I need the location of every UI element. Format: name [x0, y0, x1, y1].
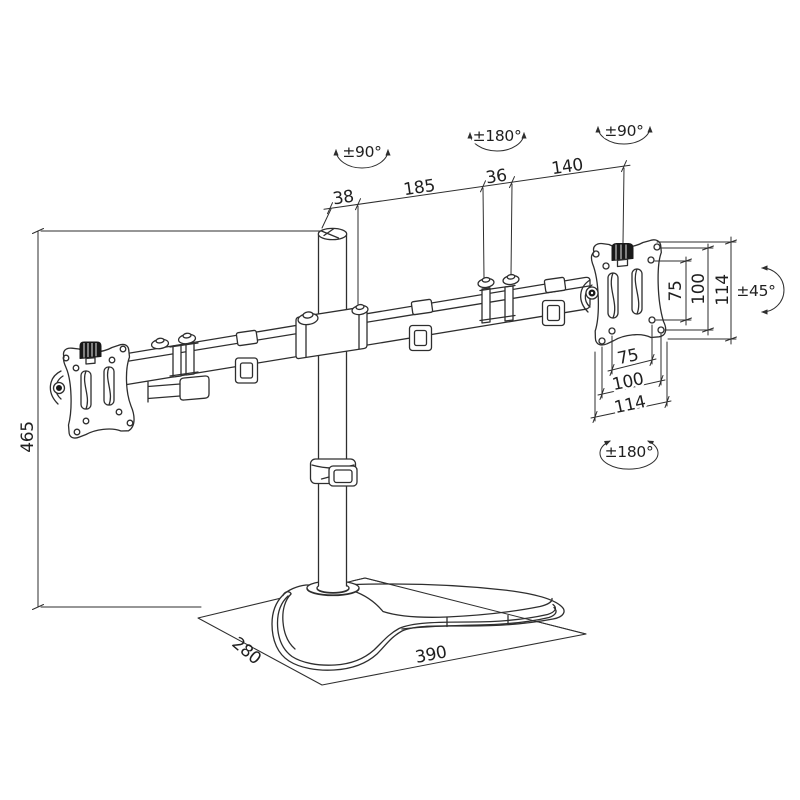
dim-joint-width-label: 36 — [484, 166, 508, 189]
pole-arm-clamp — [295, 303, 369, 360]
angle-tilt-label: ±45° — [736, 282, 775, 300]
dim-base-width-label: 390 — [414, 642, 449, 668]
dim-base-depth-label: 280 — [228, 633, 265, 669]
support-pole — [295, 227, 369, 597]
pole-cable-clip — [309, 458, 358, 487]
ground-front-edge — [351, 577, 587, 635]
right-tension-knob — [611, 243, 634, 268]
dim-vesa-horizontal-middle-label: 100 — [610, 369, 645, 395]
angle-plate-rotation-label: ±180° — [605, 443, 654, 461]
right-swivel-joint — [477, 273, 520, 324]
right-tilt-hinge — [580, 279, 599, 313]
right-vesa-plate — [580, 239, 667, 346]
angle-mid-joint-swivel-label: ±180° — [473, 127, 522, 145]
dim-plate-horizontal-outer-label: 114 — [612, 392, 647, 418]
dim-vesa-vertical-middle-label: 100 — [689, 273, 709, 305]
left-swivel-joint — [147, 332, 210, 403]
left-tension-knob — [79, 341, 102, 365]
dim-height-label: 465 — [18, 421, 38, 453]
left-tilt-hinge — [49, 370, 66, 405]
cable-hook — [234, 299, 566, 384]
dim-plate-vertical-outer-label: 114 — [713, 274, 733, 306]
pole-top — [317, 227, 348, 241]
dim-pole-diameter-label: 38 — [331, 187, 355, 210]
cable-tab — [235, 276, 567, 347]
dim-joint-to-plate-label: 140 — [550, 155, 584, 179]
dim-pole-to-joint-label: 185 — [402, 176, 436, 200]
angle-pole-swivel-label: ±90° — [342, 143, 381, 161]
angle-end-joint-swivel-label: ±90° — [604, 122, 643, 140]
dim-vesa-horizontal-inner-label: 75 — [616, 345, 641, 369]
left-vesa-plate — [49, 341, 135, 439]
dim-vesa-vertical-inner-label: 75 — [666, 280, 686, 301]
